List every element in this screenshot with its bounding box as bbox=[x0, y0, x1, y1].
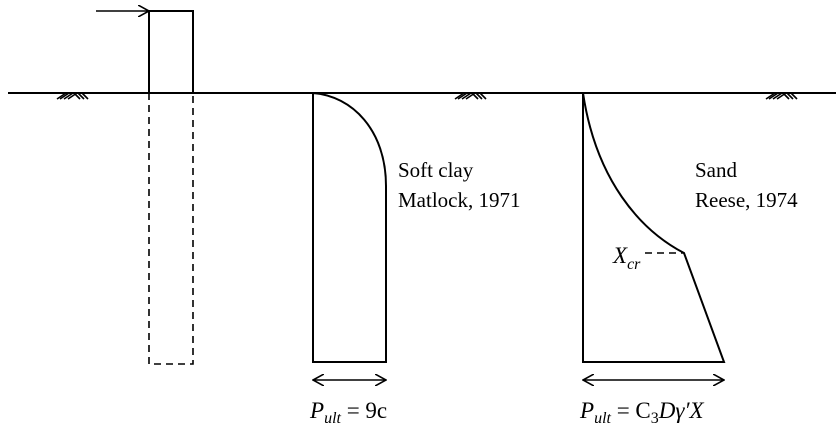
sand-formula-sub2: 3 bbox=[651, 410, 659, 427]
clay-formula: Pult = 9c bbox=[309, 398, 387, 427]
clay-formula-sub: ult bbox=[324, 410, 341, 427]
clay-formula-p: P bbox=[309, 398, 324, 423]
soil-hatch-right bbox=[765, 92, 798, 100]
clay-title: Soft clay bbox=[398, 158, 474, 182]
soil-hatch-left bbox=[56, 92, 89, 100]
xcr-main: X bbox=[612, 243, 628, 268]
soil-hatch-middle bbox=[454, 92, 487, 100]
sand-formula-rest: = C bbox=[611, 398, 651, 423]
sand-formula-p: P bbox=[579, 398, 594, 423]
pile-above-ground bbox=[148, 10, 194, 93]
sand-formula-rest2: Dγ′X bbox=[658, 398, 705, 423]
clay-reference: Matlock, 1971 bbox=[398, 188, 520, 212]
pile-embedded-dashed bbox=[148, 93, 194, 365]
xcr-label: Xcr bbox=[612, 243, 641, 273]
sand-reference: Reese, 1974 bbox=[695, 188, 798, 212]
clay-resistance-profile bbox=[312, 92, 387, 363]
sand-resistance-profile bbox=[582, 92, 726, 363]
sand-formula-sub: ult bbox=[594, 410, 611, 427]
sand-title: Sand bbox=[695, 158, 738, 182]
xcr-sub: cr bbox=[627, 256, 641, 273]
clay-formula-rest: = 9c bbox=[341, 398, 387, 423]
sand-formula: Pult = C3Dγ′X bbox=[579, 398, 704, 427]
